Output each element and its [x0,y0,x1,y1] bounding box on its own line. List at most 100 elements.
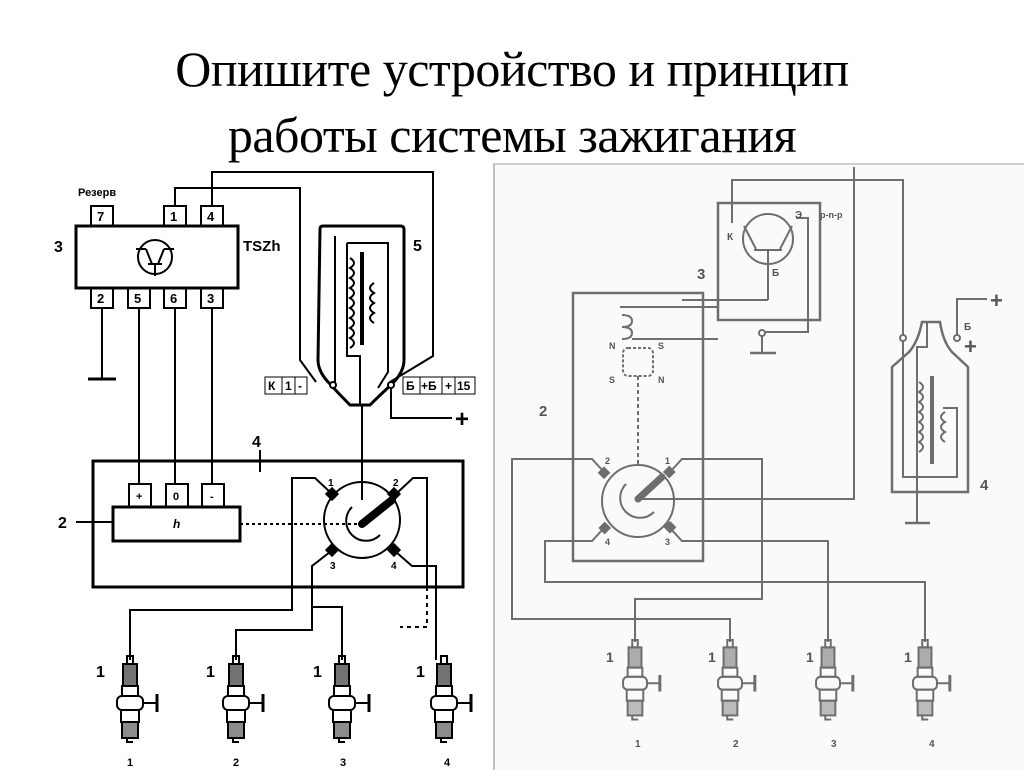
plug-designator: 1 [206,664,215,681]
hall-terminal-plus [128,483,152,508]
transistor-icon [136,239,174,276]
cap-contact-label: 1 [665,456,670,466]
hall-terminal-label: - [210,491,214,503]
rotation-arrow-icon [345,506,381,542]
hall-terminal-label: + [136,491,142,503]
magnet-pole-label: N [609,341,616,351]
magnet-rotor [622,347,654,377]
spark-plug-icon [222,655,265,743]
terminal-label: - [298,379,302,393]
coil-terminal-k [329,381,337,389]
pin-label: 6 [170,291,177,306]
left-ignition-diagram: Резерв 7 1 4 2 5 6 3 3 TSZh 5 К 1 - Б +Б… [54,171,476,768]
plug-number: 2 [233,757,239,768]
magnet-pole-label: S [658,341,664,351]
spark-plug-icon [430,655,473,743]
switch-module-body [74,224,240,290]
distributor-housing [571,291,705,563]
cap-contact-label: 3 [330,561,336,572]
hall-terminal-zero [165,483,189,508]
plug-designator: 1 [708,649,716,665]
title-line-2: работы системы зажигания [227,107,797,163]
spark-plug-icon [622,639,662,721]
magnet-pole-label: N [658,375,665,385]
supply-plus-label: + [455,406,469,433]
switch-designator: 3 [697,266,705,283]
plug-number: 1 [635,739,641,750]
spark-plug-icon [116,655,159,743]
plug-designator: 1 [606,649,614,665]
hall-symbol: h [173,517,180,531]
coil-terminal-label: Б [964,322,971,333]
pin-label: 4 [207,209,215,224]
reserve-label: Резерв [78,187,116,199]
rotation-arrow-icon [619,483,655,519]
spark-plug-icon [912,639,952,721]
plug-number: 1 [127,757,133,768]
plug-designator: 1 [904,649,912,665]
right-spark-plugs [622,639,952,721]
coil-designator: 4 [980,477,989,494]
pin-label: 3 [207,291,214,306]
cap-contact-label: 4 [605,537,610,547]
pickup-coil [621,314,718,340]
secondary-winding [940,411,947,443]
terminal-label: 15 [457,379,471,393]
base-label: Б [772,268,779,279]
terminal-label: + [445,379,452,393]
collector-label: К [727,232,734,243]
distributor-designator: 2 [539,403,547,420]
cap-contact-label: 2 [605,456,610,466]
primary-winding [348,257,355,349]
terminal-label: Б [406,379,415,393]
pin-label: 5 [134,291,141,306]
rotor-arm [358,496,396,528]
rotor-arm [634,473,666,503]
plug-number: 4 [929,739,935,750]
coil-designator: 5 [413,238,422,255]
cap-contact-label: 1 [328,478,334,489]
spark-plug-icon [815,639,855,721]
hall-sensor-designator: 2 [58,515,67,532]
supply-plus-label: + [990,288,1003,313]
transistor-icon [682,213,794,301]
switch-module-body [716,201,822,322]
right-ignition-diagram-panel: p-n-p К Э Б 3 2 N S S N 2 1 4 3 4 Б + + … [493,163,1024,770]
plug-designator: 1 [96,664,105,681]
plug-number: 3 [340,757,346,768]
plug-designator: 1 [313,664,322,681]
terminal-label: +Б [421,379,437,393]
pin-label: 2 [97,291,104,306]
distributor-cap [601,464,675,538]
distributor-designator: 4 [252,434,261,451]
transistor-type-label: p-n-p [820,210,843,220]
distributor-housing [91,459,465,589]
terminal-label: 1 [285,379,292,393]
right-ignition-diagram: p-n-p К Э Б 3 2 N S S N 2 1 4 3 4 Б + + … [511,167,1003,750]
terminal-label: К [268,379,276,393]
distributor-cap [323,481,401,559]
plug-designator: 1 [416,664,425,681]
left-spark-plugs [116,655,473,743]
primary-winding [917,381,924,453]
emitter-label: Э [795,210,802,221]
magnet-pole-label: S [609,375,615,385]
cap-contact-label: 3 [665,537,670,547]
plug-number: 2 [733,739,739,750]
plug-number: 3 [831,739,837,750]
switch-designator: 3 [54,239,63,256]
cap-contact-label: 2 [393,478,399,489]
pin-label: 1 [170,209,177,224]
pin-label: 7 [97,209,104,224]
spark-plug-icon [328,655,371,743]
coil-plus-label: + [964,334,977,359]
spark-plug-icon [717,639,757,721]
switch-model-label: TSZh [243,238,281,255]
cap-contact-label: 4 [391,561,397,572]
switch-pin-7 [90,205,114,227]
coil-right-terminal-labels: Б +Б + 15 [402,376,476,395]
plug-designator: 1 [806,649,814,665]
ignition-coil-body [890,320,970,494]
hall-terminal-label: 0 [173,491,179,503]
coil-left-terminal-labels: К 1 - [264,376,308,395]
